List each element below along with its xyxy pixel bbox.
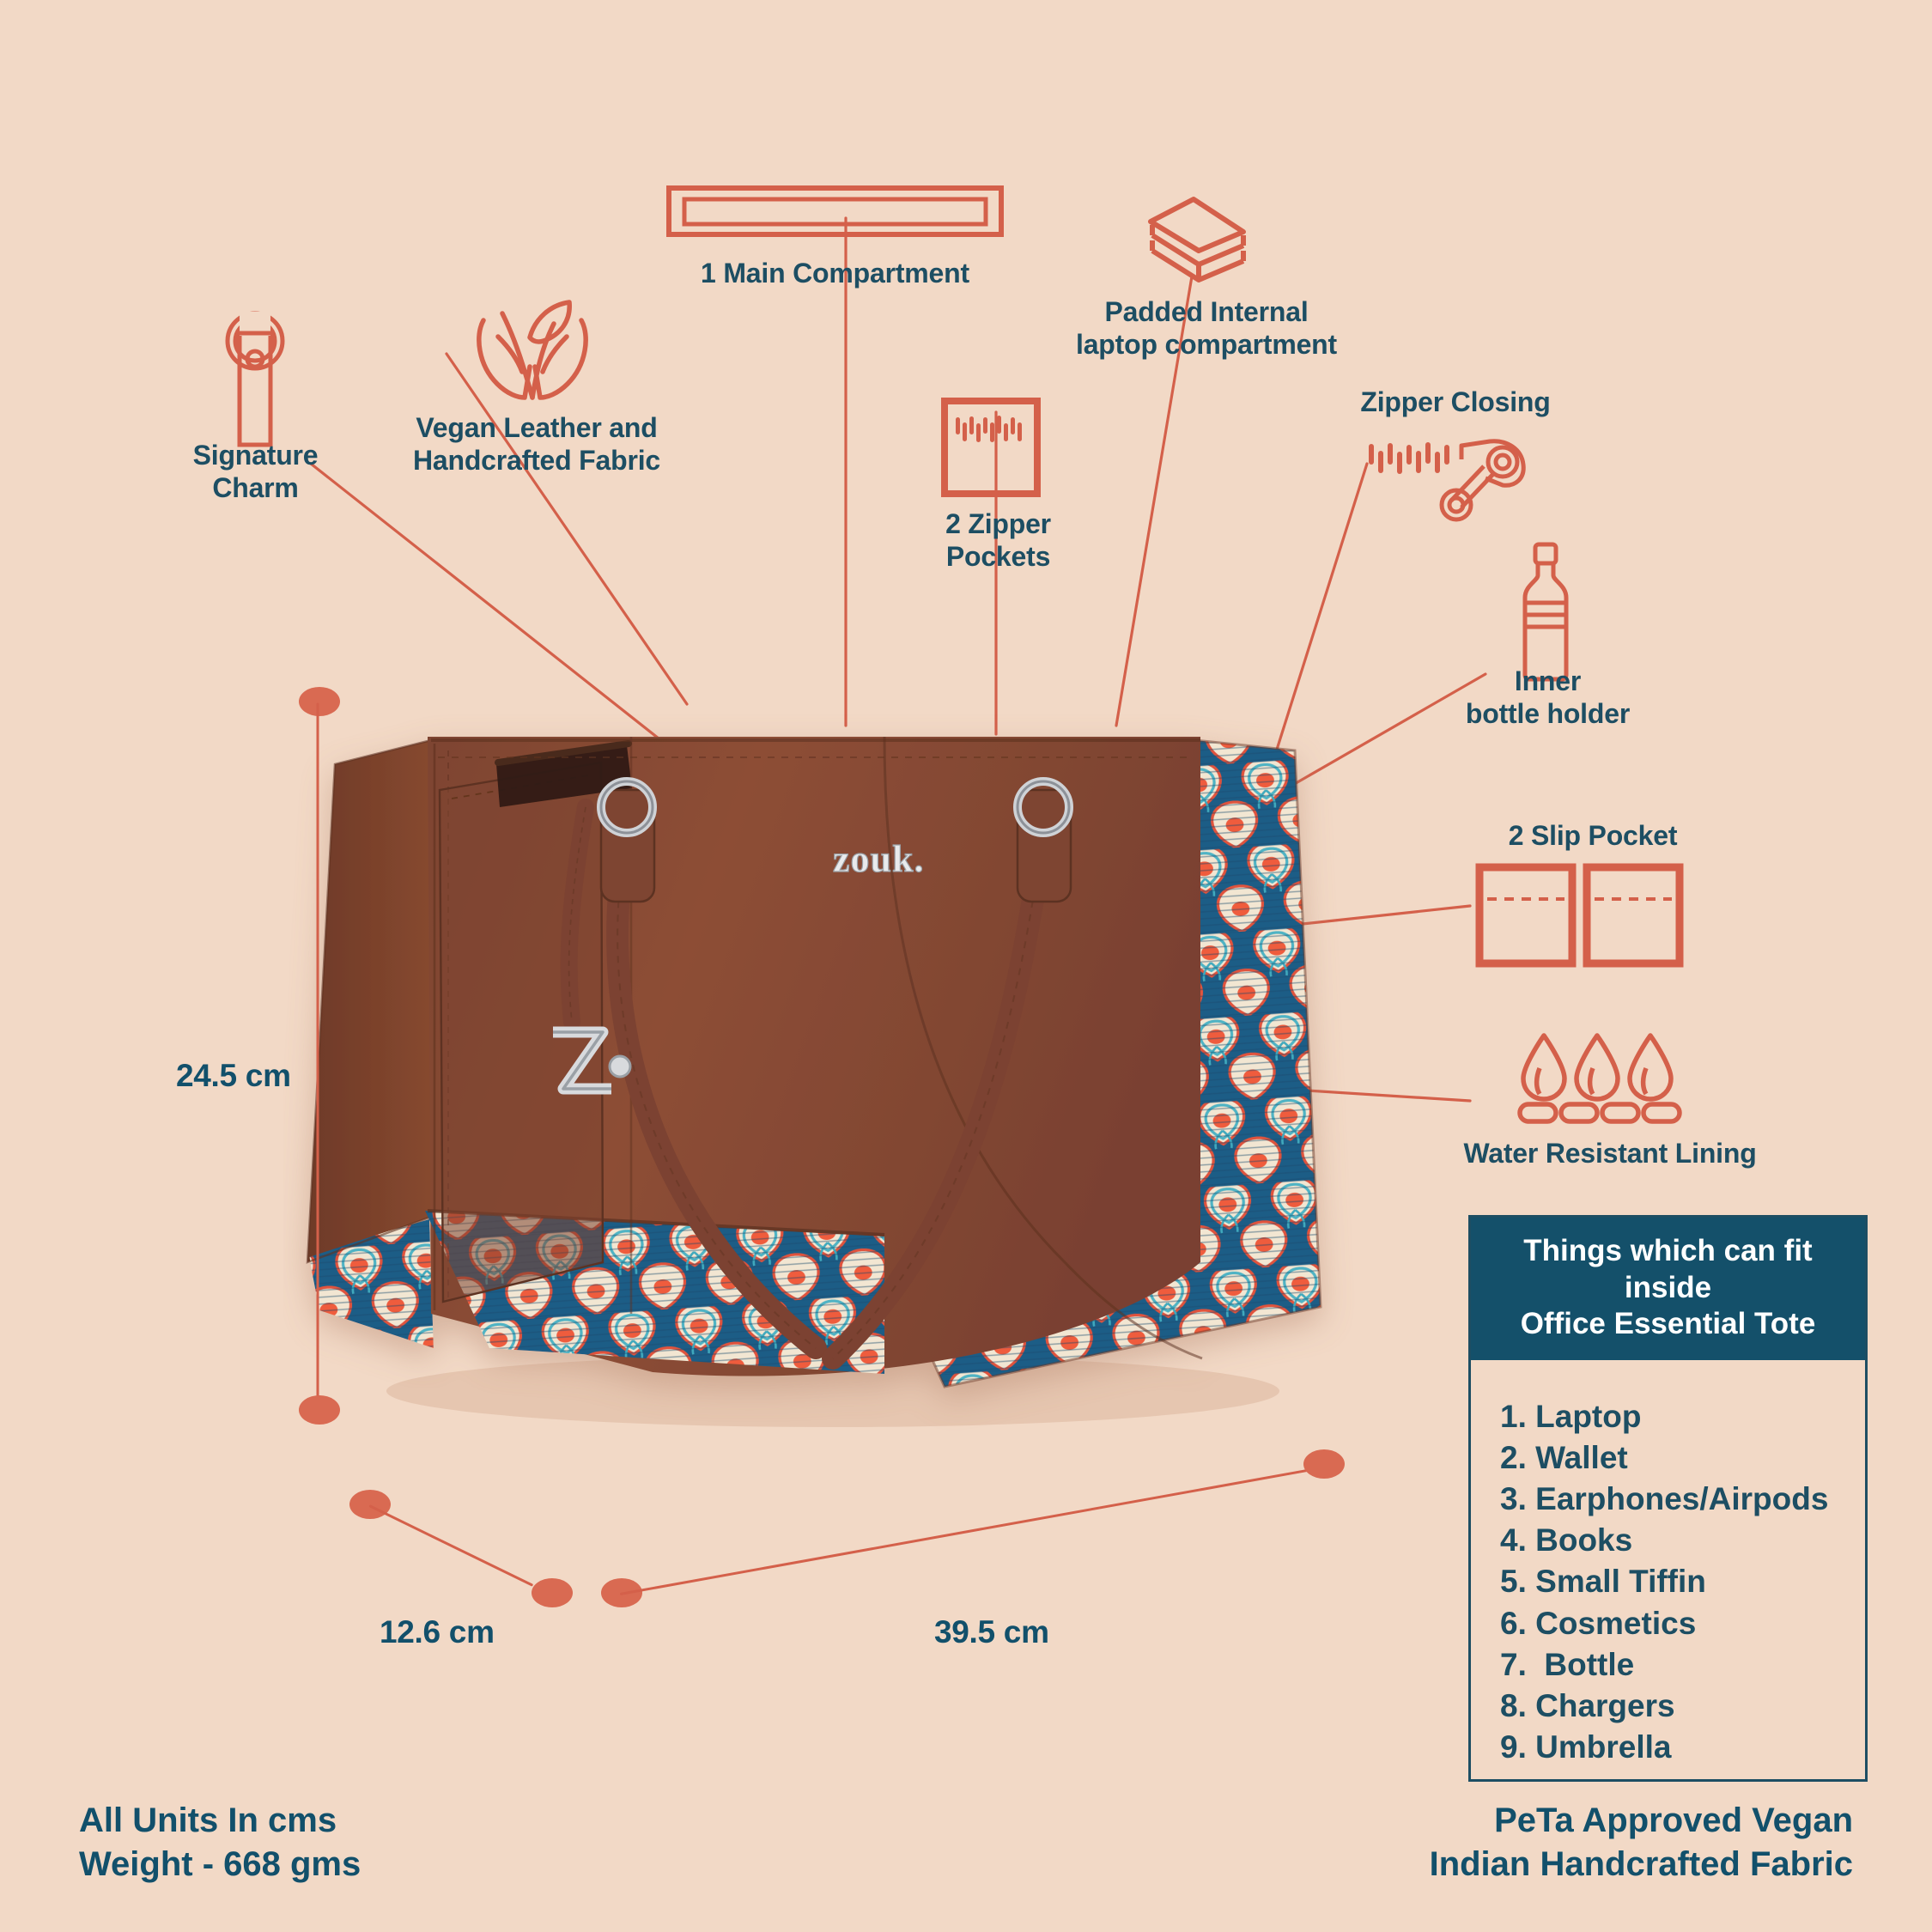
bag-left-gusset	[307, 740, 434, 1262]
feature-label-vegan-leather: Vegan Leather and Handcrafted Fabric	[412, 412, 661, 476]
two-pockets-icon	[1475, 863, 1684, 968]
list-item: 2. Wallet	[1500, 1440, 1628, 1476]
dim-label-height: 24.5 cm	[176, 1058, 291, 1093]
dim-label-depth: 12.6 cm	[380, 1614, 495, 1649]
feature-vegan-leather	[468, 288, 597, 408]
fit-inside-card: Things which can fit inside Office Essen…	[1468, 1215, 1868, 1782]
dim-line-width	[619, 1464, 1335, 1595]
dim-label-width: 39.5 cm	[934, 1614, 1049, 1649]
dim-dot-height-bottom	[299, 1395, 340, 1425]
dim-line-depth	[368, 1504, 534, 1587]
dim-dot-width-right	[1303, 1449, 1345, 1479]
feature-water-lining	[1511, 1030, 1683, 1129]
product-photo-tote-bag: zouk.	[283, 661, 1382, 1451]
feature-bottle-holder	[1511, 541, 1580, 687]
feature-laptop-compartment	[1142, 191, 1254, 296]
feature-label-slip-pocket: 2 Slip Pocket	[1508, 820, 1678, 851]
feature-label-signature-charm: Signature Charm	[192, 440, 319, 503]
list-item: 9. Umbrella	[1500, 1728, 1672, 1765]
fit-card-list: 1. Laptop 2. Wallet 3. Earphones/Airpods…	[1471, 1374, 1865, 1787]
list-item: 4. Books	[1500, 1522, 1633, 1558]
footer-units-weight: All Units In cms Weight - 668 gms	[79, 1801, 361, 1884]
bag-brand-logo: zouk.	[833, 838, 924, 880]
dim-dot-depth-right	[532, 1578, 573, 1607]
fit-card-title: Things which can fit inside Office Essen…	[1471, 1218, 1865, 1361]
zipper-pocket-icon	[941, 398, 1041, 497]
feature-label-zipper-closing: Zipper Closing	[1360, 386, 1551, 417]
bag-hardware-right	[1013, 777, 1073, 903]
list-item: 8. Chargers	[1500, 1687, 1675, 1723]
feature-zipper-closing	[1365, 434, 1558, 532]
charm-tag-icon	[225, 311, 285, 447]
list-item: 3. Earphones/Airpods	[1500, 1481, 1829, 1517]
footer-peta-approved: PeTa Approved Vegan Indian Handcrafted F…	[1429, 1801, 1853, 1884]
feature-slip-pocket	[1475, 863, 1690, 972]
bag-charm-z	[553, 1026, 632, 1095]
feature-label-laptop-compartment: Padded Internal laptop compartment	[1076, 296, 1337, 360]
bag-handle-left	[606, 822, 827, 1359]
list-item: 7. Bottle	[1500, 1646, 1635, 1682]
feature-zipper-pockets	[940, 397, 1042, 502]
feature-label-bottle-holder: Inner bottle holder	[1465, 665, 1631, 729]
list-item: 1. Laptop	[1500, 1399, 1642, 1435]
feature-signature-charm	[216, 305, 294, 464]
water-droplets-icon	[1517, 1033, 1682, 1124]
water-bottle-icon	[1522, 542, 1569, 682]
feature-label-zipper-pockets: 2 Zipper Pockets	[945, 508, 1051, 572]
bag-hardware-left	[597, 777, 657, 903]
zipper-pull-icon	[1369, 439, 1526, 522]
list-item: 6. Cosmetics	[1500, 1605, 1697, 1641]
feature-label-main-compartment: 1 Main Compartment	[701, 258, 969, 289]
hands-plant-icon	[477, 300, 588, 400]
compartment-slot-icon	[666, 185, 1004, 237]
feature-main-compartment	[665, 185, 1005, 242]
feature-label-water-lining: Water Resistant Lining	[1463, 1138, 1757, 1169]
dim-dot-height-top	[299, 687, 340, 716]
dim-line-height	[316, 702, 319, 1425]
list-item: 5. Small Tiffin	[1500, 1564, 1706, 1600]
padded-layers-icon	[1148, 197, 1246, 283]
